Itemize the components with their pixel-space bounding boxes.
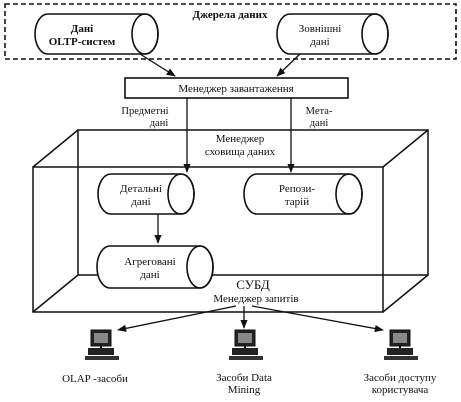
- mining-tools-label-1: Засоби Data: [216, 372, 272, 384]
- external-label-1: Зовнішні: [299, 23, 342, 35]
- repository-cylinder: Репози- тарій: [243, 173, 363, 215]
- oltp-label-1: Дані: [71, 23, 93, 35]
- meta-data-label-2: дані: [310, 118, 329, 129]
- load-manager-box: [124, 77, 349, 99]
- external-label-2: дані: [310, 36, 329, 48]
- meta-data-label-1: Мета-: [306, 106, 333, 117]
- aggregated-label-1: Агреговані: [124, 256, 175, 268]
- subject-data-label-2: дані: [150, 118, 169, 129]
- mining-tools-label-2: Mining: [228, 384, 261, 396]
- repository-label-2: тарій: [285, 196, 309, 208]
- oltp-data-cylinder: Дані OLTP-систем: [34, 13, 159, 55]
- external-data-cylinder: Зовнішні дані: [276, 13, 389, 55]
- arrow-external-to-load: [276, 53, 301, 77]
- oltp-label-2: OLTP-систем: [49, 36, 116, 48]
- access-tools-label-2: користувача: [372, 384, 429, 396]
- computer-icon-olap: [85, 329, 119, 360]
- dbms-label: СУБД: [236, 277, 270, 292]
- data-sources-title: Джерела даних: [193, 9, 268, 21]
- computer-icon-mining: [229, 329, 263, 360]
- data-sources-box: [4, 3, 457, 60]
- warehouse-manager-label-2: сховища даних: [205, 146, 276, 158]
- arrow-oltp-to-load: [139, 53, 176, 77]
- detailed-data-cylinder: Детальні дані: [97, 173, 195, 215]
- load-manager-label: Менеджер завантаження: [178, 83, 293, 95]
- warehouse-manager-label-1: Менеджер: [216, 133, 265, 145]
- detailed-label-2: дані: [131, 196, 150, 208]
- arrow-to-olap: [117, 305, 237, 332]
- subject-data-label-1: Предметні: [121, 106, 168, 117]
- repository-label-1: Репози-: [279, 183, 315, 195]
- detailed-label-1: Детальні: [120, 183, 162, 195]
- olap-tools-label: OLAP -засоби: [62, 373, 128, 385]
- computer-icon-access: [384, 329, 418, 360]
- aggregated-label-2: дані: [140, 269, 159, 281]
- aggregated-data-cylinder: Агреговані дані: [96, 245, 214, 289]
- query-manager-label: Менеджер запитів: [213, 293, 298, 305]
- arrow-to-access: [251, 305, 384, 333]
- access-tools-label-1: Засоби доступу: [364, 372, 437, 384]
